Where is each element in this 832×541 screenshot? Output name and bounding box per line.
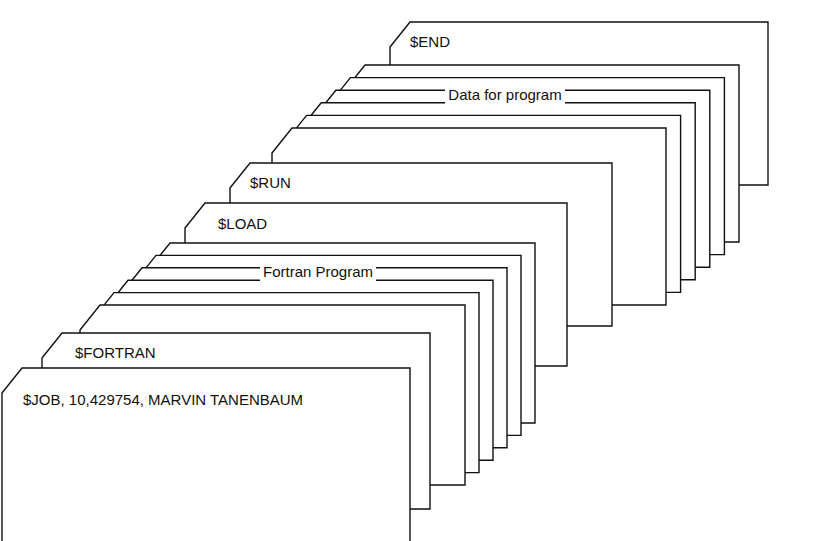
card-label: $FORTRAN (72, 344, 159, 362)
card-label: $LOAD (215, 215, 270, 233)
card-label: Fortran Program (260, 263, 376, 281)
card-label: $JOB, 10,429754, MARVIN TANENBAUM (20, 391, 306, 409)
card-edge (80, 305, 465, 485)
job-card: $JOB, 10,429754, MARVIN TANENBAUM (0, 366, 412, 541)
card-edge (272, 128, 666, 305)
card-edge (390, 22, 768, 185)
card-edge (230, 163, 612, 326)
card-label: $END (407, 33, 453, 51)
card-label: $RUN (247, 174, 294, 192)
card-edge (42, 333, 430, 509)
card-label: Data for program (445, 86, 564, 104)
card-edge (2, 368, 410, 541)
card-edge (185, 203, 567, 366)
